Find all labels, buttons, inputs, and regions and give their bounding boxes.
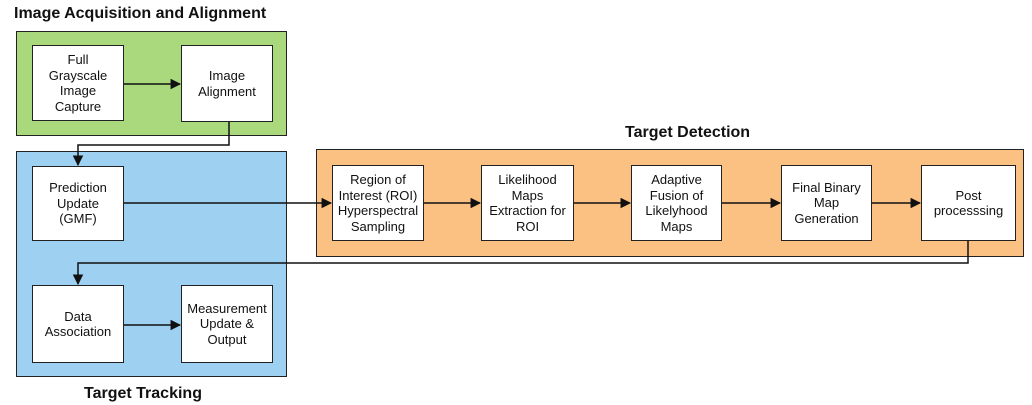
node-data-association: Data Association [32, 285, 124, 363]
node-post-processing: Post processsing [921, 165, 1016, 241]
node-final-binary-map: Final Binary Map Generation [781, 165, 872, 241]
title-target-tracking: Target Tracking [84, 385, 202, 402]
edge-post-to-association [72, 241, 969, 286]
title-image-acquisition: Image Acquisition and Alignment [14, 5, 267, 22]
node-full-grayscale-capture: Full Grayscale Image Capture [32, 45, 124, 121]
title-target-detection: Target Detection [625, 124, 751, 141]
node-prediction-update: Prediction Update (GMF) [32, 166, 124, 241]
node-image-alignment: Image Alignment [181, 45, 273, 122]
node-roi-sampling: Region of Interest (ROI) Hyperspectral S… [332, 165, 424, 241]
edge-alignment-to-prediction [72, 122, 230, 167]
node-measurement-update: Measurement Update & Output [181, 285, 273, 363]
node-adaptive-fusion: Adaptive Fusion of Likelyhood Maps [631, 165, 722, 241]
node-likelihood-maps: Likelihood Maps Extraction for ROI [481, 165, 574, 241]
